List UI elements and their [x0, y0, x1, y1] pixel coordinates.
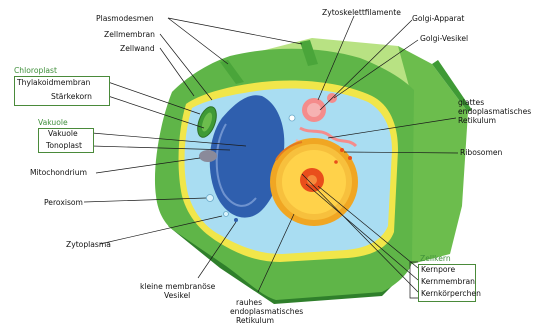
- label-rauhes-er: rauhes endoplasmatisches Retikulum: [230, 298, 303, 325]
- label-rauhes-er-line3: Retikulum: [230, 316, 303, 325]
- label-zytoplasma: Zytoplasma: [66, 240, 111, 249]
- label-glattes-er: glattes endoplasmatisches Retikulum: [458, 98, 531, 125]
- label-kleine-vesikel-line1: kleine membranöse: [140, 282, 215, 291]
- label-zellmembran: Zellmembran: [104, 30, 155, 39]
- label-mitochondrium: Mitochondrium: [30, 168, 87, 177]
- line-plasmodesmen-2: [168, 18, 302, 44]
- vesicle-1: [224, 212, 229, 217]
- label-thylakoidmembran: Thylakoidmembran: [17, 78, 90, 87]
- label-rauhes-er-line1: rauhes: [230, 298, 303, 307]
- label-glattes-er-line2: endoplasmatisches: [458, 107, 531, 116]
- label-plasmodesmen: Plasmodesmen: [96, 14, 154, 23]
- label-golgi-vesikel: Golgi-Vesikel: [420, 34, 468, 43]
- label-zytoskelettfilamente: Zytoskelettfilamente: [322, 8, 401, 17]
- golgi-inner: [307, 103, 321, 117]
- ribosome-3: [334, 160, 338, 164]
- label-vakuole-item: Vakuole: [48, 129, 78, 138]
- group-label-vakuole: Vakuole: [38, 118, 68, 127]
- label-kleine-vesikel-line2: Vesikel: [140, 291, 215, 300]
- label-staerkekorn: Stärkekorn: [51, 92, 92, 101]
- line-plasmodesmen: [168, 18, 228, 64]
- label-tonoplast: Tonoplast: [46, 141, 82, 150]
- label-kernmembran: Kernmembran: [421, 277, 475, 286]
- label-golgi-apparat: Golgi-Apparat: [412, 14, 464, 23]
- label-ribosomen: Ribosomen: [460, 148, 502, 157]
- label-glattes-er-line1: glattes: [458, 98, 531, 107]
- group-label-chloroplast: Chloroplast: [14, 66, 57, 75]
- nucleolus-inner: [307, 175, 317, 185]
- peroxisom-organelle: [207, 195, 214, 202]
- group-label-zellkern: Zellkern: [420, 254, 451, 263]
- label-kernpore: Kernpore: [421, 265, 455, 274]
- ribosome-1: [340, 148, 344, 152]
- label-peroxisom: Peroxisom: [44, 198, 83, 207]
- nucleus: [270, 138, 358, 226]
- vesicle-2: [234, 218, 238, 222]
- mitochondrium-organelle: [199, 150, 217, 162]
- vesicle-3: [289, 115, 295, 121]
- label-zellwand: Zellwand: [120, 44, 155, 53]
- label-glattes-er-line3: Retikulum: [458, 116, 531, 125]
- ribosome-2: [348, 156, 352, 160]
- label-kleine-membranoese-vesikel: kleine membranöse Vesikel: [140, 282, 215, 300]
- label-rauhes-er-line2: endoplasmatisches: [230, 307, 303, 316]
- label-kernkoerperchen: Kernkörperchen: [421, 289, 481, 298]
